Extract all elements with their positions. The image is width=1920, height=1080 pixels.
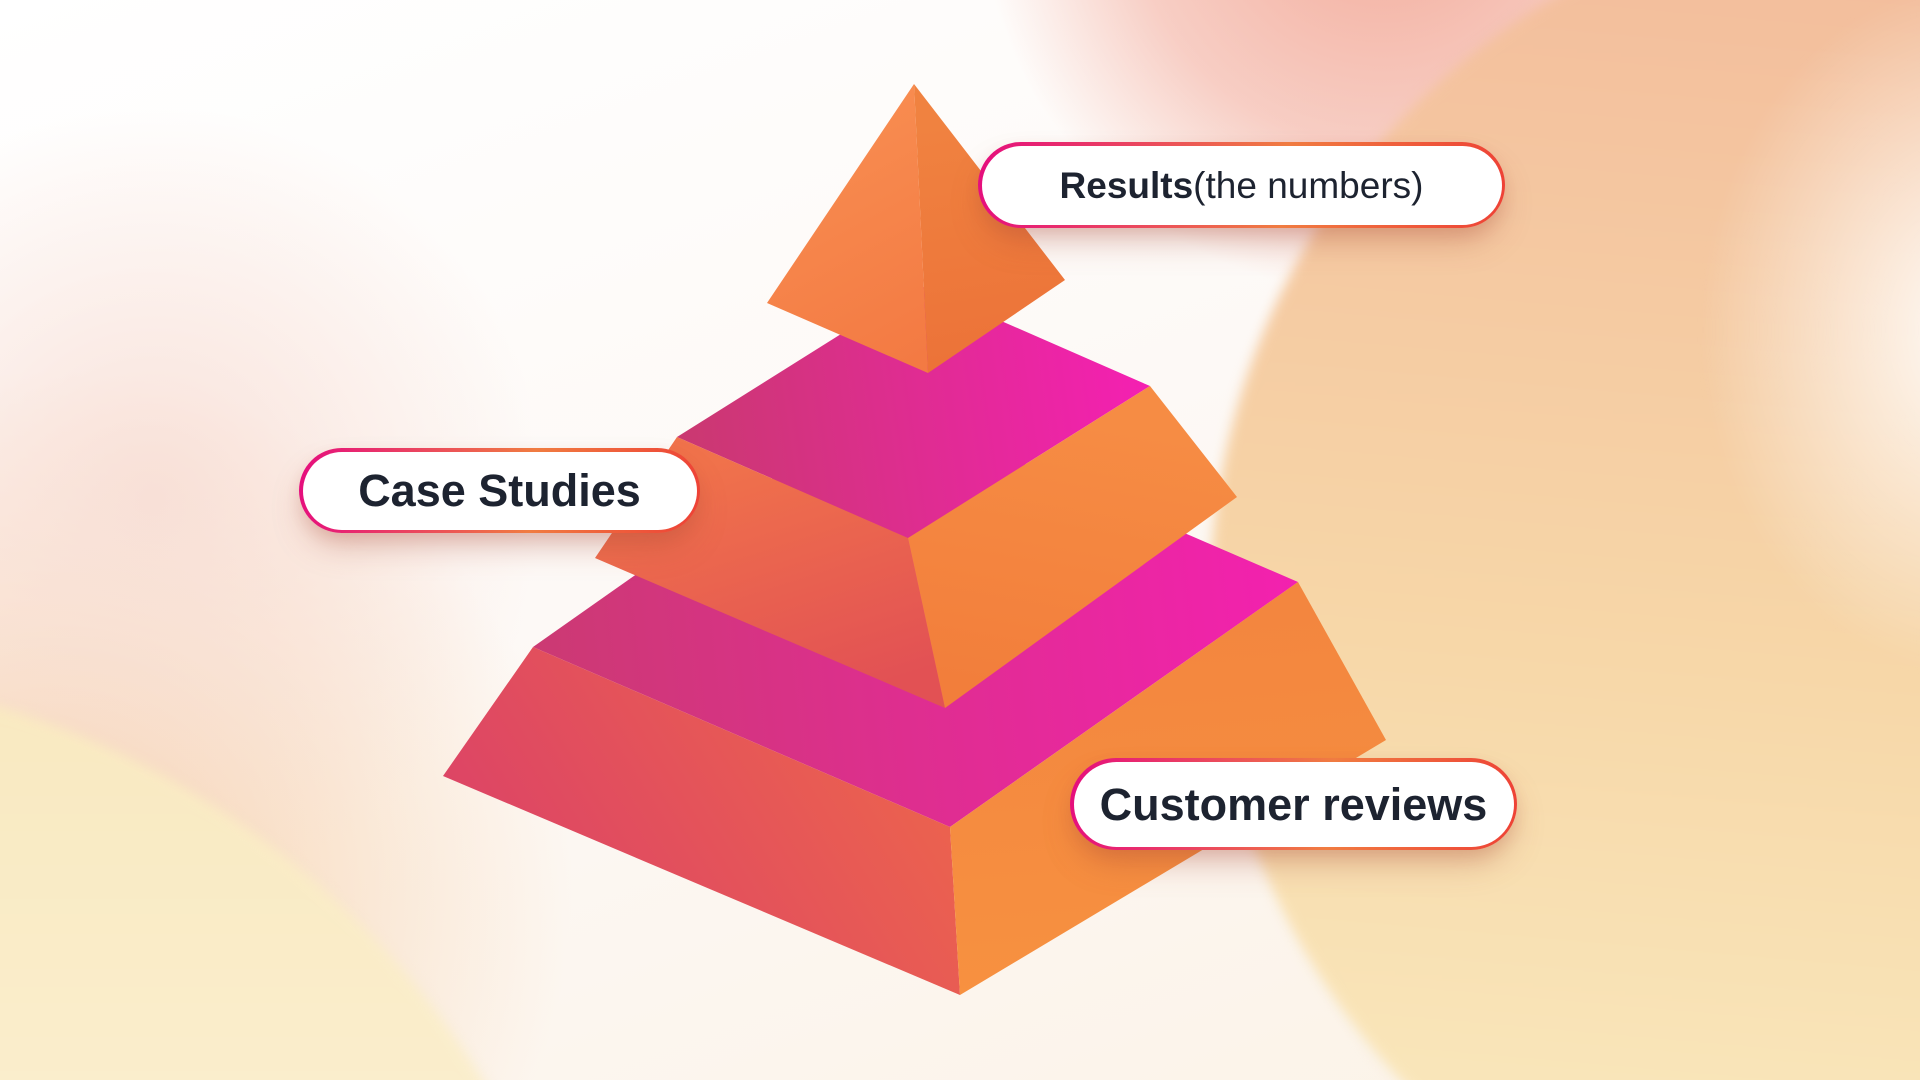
label-case-studies-pill: Case Studies bbox=[299, 448, 700, 533]
tier-top-left-face bbox=[767, 84, 928, 373]
tier-bottom-left-face bbox=[443, 647, 960, 995]
tier-top-right-face bbox=[914, 84, 1065, 373]
label-results-text: Results (the numbers) bbox=[981, 145, 1502, 225]
tier-middle-right-face bbox=[908, 386, 1237, 708]
customer-reviews-bold-text: Customer reviews bbox=[1099, 778, 1488, 830]
label-customer-reviews-pill: Customer reviews bbox=[1070, 758, 1517, 850]
tier-middle-top-face bbox=[677, 285, 1150, 538]
label-results-pill: Results (the numbers) bbox=[978, 142, 1505, 228]
label-case-studies-text: Case Studies bbox=[302, 451, 697, 530]
results-bold-text: Results bbox=[1059, 164, 1194, 206]
label-customer-reviews-text: Customer reviews bbox=[1073, 761, 1514, 847]
results-regular-text: (the numbers) bbox=[1193, 164, 1424, 206]
case-studies-bold-text: Case Studies bbox=[358, 465, 641, 516]
